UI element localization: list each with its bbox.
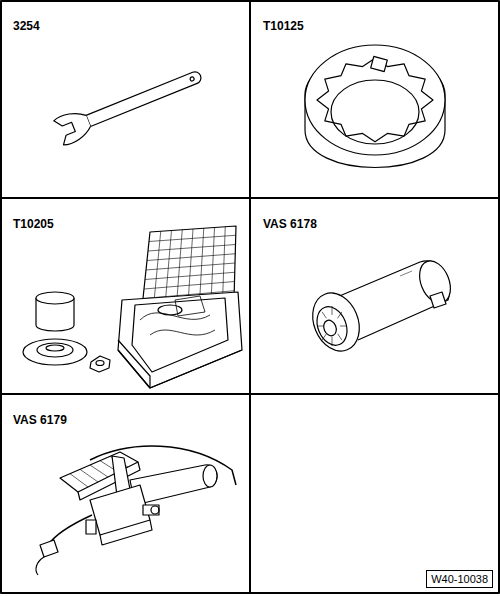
- tool-number: T10125: [263, 19, 304, 33]
- drawing-number: W40-10038: [427, 571, 492, 587]
- tool-cell: VAS 6178: [250, 198, 500, 394]
- tool-number: VAS 6178: [263, 217, 317, 231]
- grid-line: [1, 197, 499, 199]
- hatch-stroke: [338, 334, 342, 340]
- hatch-stroke: [332, 337, 333, 346]
- tool-cell: T10205: [0, 198, 250, 394]
- tool-cell: VAS 6179: [0, 394, 250, 594]
- hatch-stroke: [90, 465, 108, 477]
- tool-number: 3254: [13, 19, 40, 33]
- hatch-stroke: [322, 312, 326, 318]
- tool-case-drawing: [23, 226, 242, 388]
- wrench-drawing: [53, 62, 206, 146]
- socket-drawing: [305, 45, 445, 168]
- grid-line: [249, 1, 251, 593]
- hatch-stroke: [70, 474, 88, 487]
- grid-line: [1, 393, 499, 395]
- hatch-stroke: [149, 235, 236, 241]
- hatch-stroke: [340, 326, 346, 327]
- tool-cell: T10125: [250, 0, 500, 198]
- tool-cell: 3254: [0, 0, 250, 198]
- hatch-stroke: [332, 306, 333, 315]
- hatch-stroke: [80, 469, 98, 482]
- hatch-stroke: [145, 272, 235, 279]
- hydraulic-cylinder-drawing: [304, 256, 456, 358]
- hatch-stroke: [146, 263, 235, 270]
- hatch-stroke: [338, 312, 342, 318]
- hatch-stroke: [147, 254, 235, 261]
- hatch-stroke: [148, 245, 236, 252]
- tool-number: T10205: [13, 217, 54, 231]
- hatch-stroke: [144, 282, 235, 290]
- drawing-number-box: W40-10038: [426, 570, 493, 588]
- tool-number: VAS 6179: [13, 413, 67, 427]
- foot-pump-drawing: [36, 446, 236, 575]
- hatch-stroke: [322, 334, 326, 340]
